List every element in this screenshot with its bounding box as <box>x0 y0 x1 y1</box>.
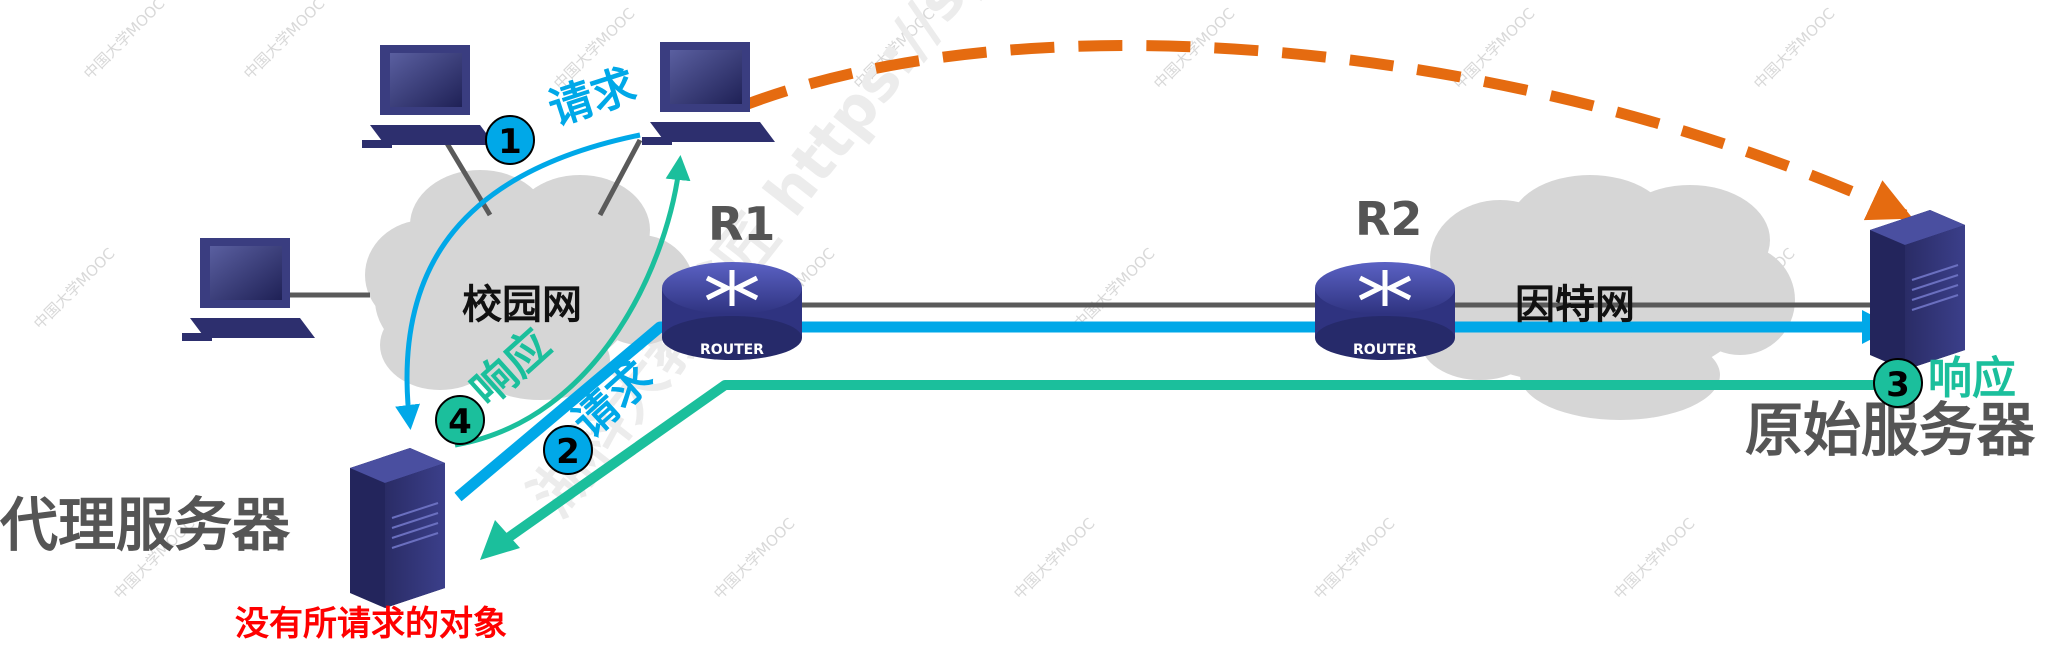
router-r1-text: ROUTER <box>700 342 764 358</box>
router2-label: R2 <box>1355 192 1422 246</box>
step2-request-arrow <box>454 321 1865 502</box>
watermark-small: 中国大学MOOC <box>30 244 118 332</box>
origin-server-label: 原始服务器 <box>1745 396 2036 464</box>
campus-cloud <box>365 170 695 400</box>
step4-badge: 4 <box>435 395 485 445</box>
router-r2-text: ROUTER <box>1353 342 1417 358</box>
origin-server-device <box>1870 210 1965 370</box>
watermark-small: 中国大学MOOC <box>1010 514 1098 602</box>
watermark-small: 中国大学MOOC <box>1310 514 1398 602</box>
step1-label: 请求 <box>543 60 642 136</box>
step3-response-arrow <box>502 380 1880 545</box>
step2-badge: 2 <box>543 425 593 475</box>
step4-response-arrow <box>454 155 691 448</box>
client-pc-requesting <box>642 42 775 145</box>
step3-label: 响应 <box>1928 353 2016 404</box>
watermark-small: 中国大学MOOC <box>1610 514 1698 602</box>
client-pc-left <box>182 238 315 341</box>
campus-network-label: 校园网 <box>462 282 582 328</box>
proxy-server-label: 代理服务器 <box>0 491 291 559</box>
step1-badge: 1 <box>485 115 535 165</box>
router-r2: ROUTER <box>1315 262 1455 360</box>
no-object-warning: 没有所请求的对象 <box>235 604 507 644</box>
svg-text:2: 2 <box>556 432 580 472</box>
watermark-small: 中国大学MOOC <box>710 514 798 602</box>
step3-arrowhead <box>480 520 520 560</box>
watermark-small: 中国大学MOOC <box>240 0 328 83</box>
watermark-small: 中国大学MOOC <box>1750 4 1838 92</box>
step3-badge: 3 <box>1873 358 1923 408</box>
direct-request-arrow <box>743 40 1913 221</box>
router1-label: R1 <box>708 197 775 251</box>
proxy-server-device <box>350 448 445 608</box>
watermark-small: 中国大学MOOC <box>1070 244 1158 332</box>
step1-request-arrow <box>395 132 641 430</box>
svg-text:3: 3 <box>1886 365 1910 405</box>
internet-label: 因特网 <box>1515 282 1635 328</box>
svg-text:4: 4 <box>448 402 472 442</box>
router-r1: ROUTER <box>662 262 802 360</box>
watermark-small: 中国大学MOOC <box>80 0 168 83</box>
client-pc-top-left <box>362 45 495 148</box>
svg-text:1: 1 <box>498 122 522 162</box>
